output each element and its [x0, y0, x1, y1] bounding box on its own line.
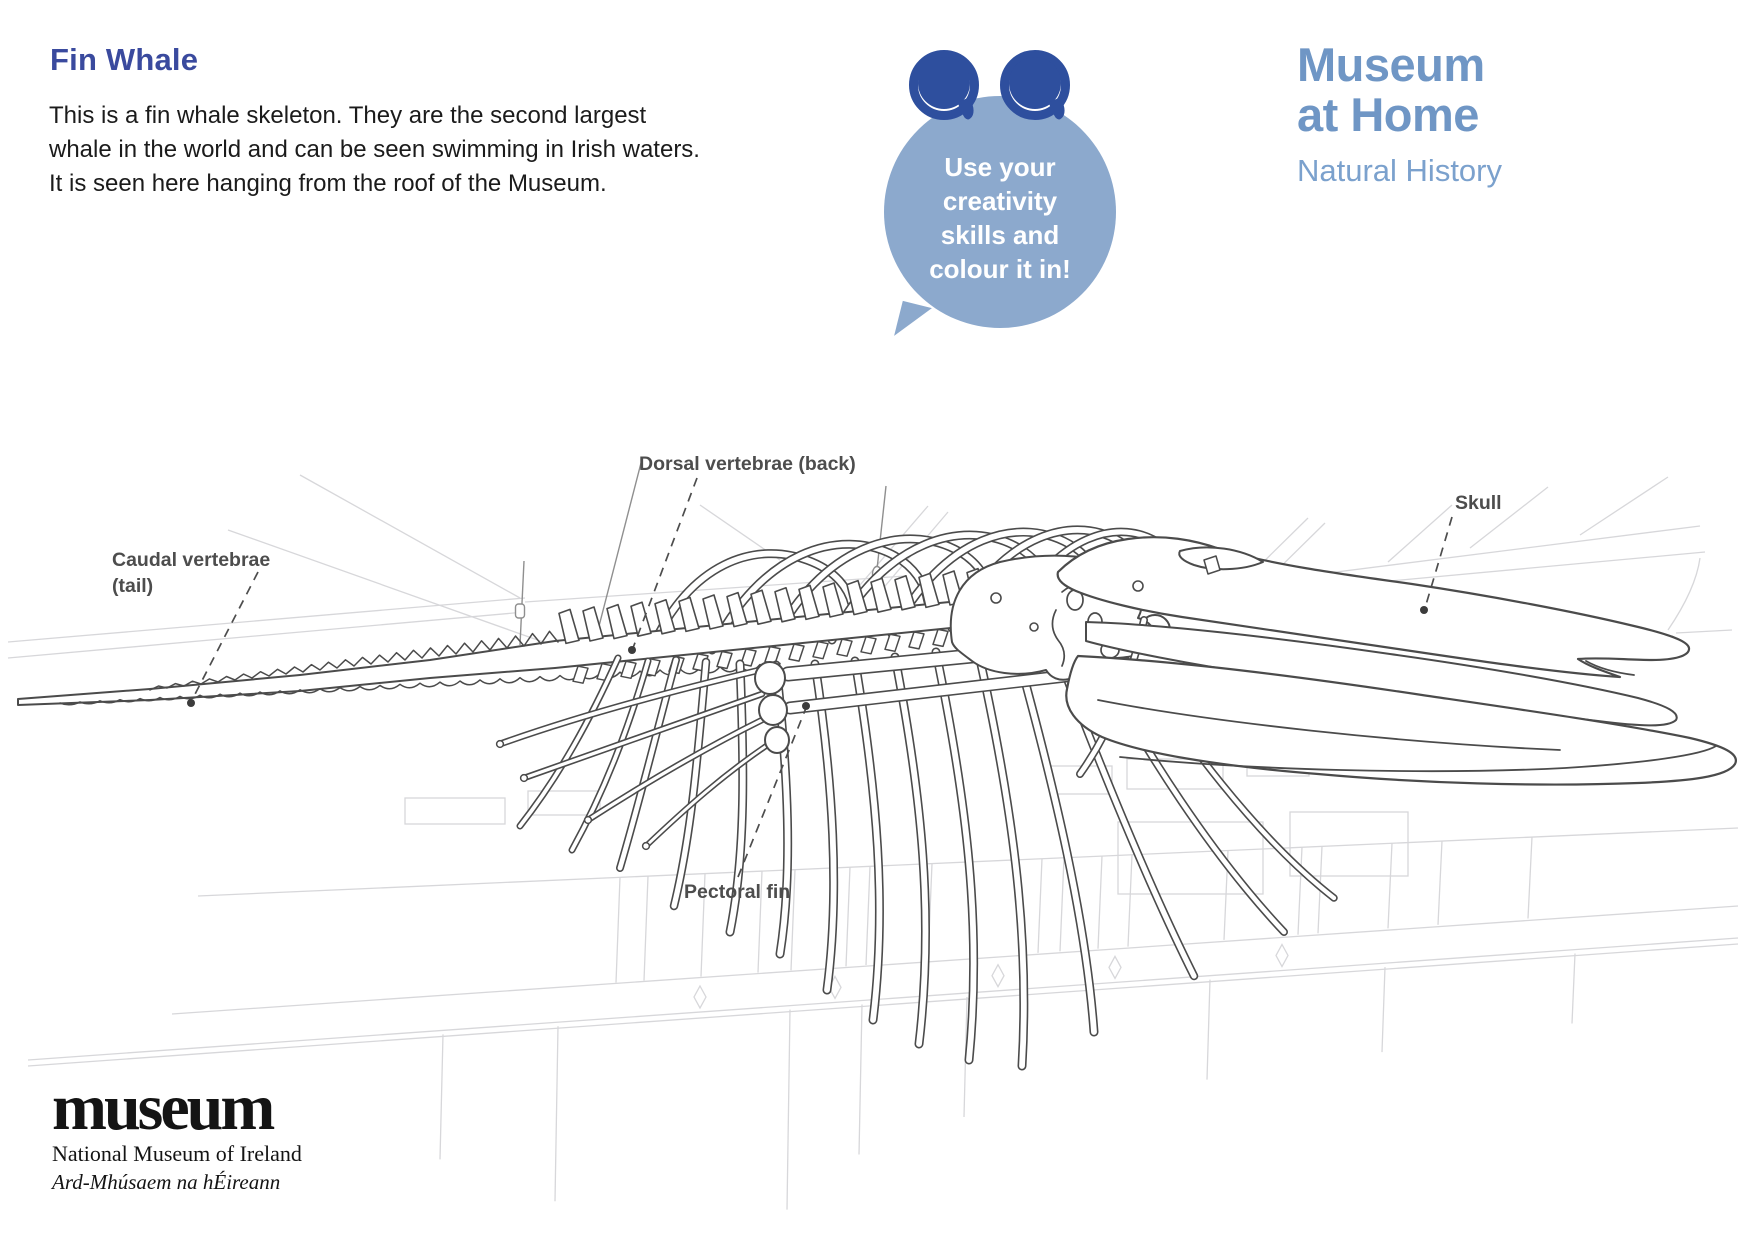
label-pectoral-fin: Pectoral fin [684, 881, 791, 903]
label-caudal-vertebrae: Caudal vertebrae (tail) [112, 549, 271, 597]
googly-eye-right-icon [1000, 50, 1070, 120]
page-title: Fin Whale [50, 42, 199, 77]
national-museum-logo: museum National Museum of Ireland Ard-Mh… [52, 1071, 302, 1195]
eye-pupil [918, 57, 970, 109]
museum-at-home-logo: Museum at Home Natural History [1297, 40, 1502, 189]
brand-title-line2: at Home [1297, 88, 1479, 141]
intro-text: This is a fin whale skeleton. They are t… [49, 102, 700, 197]
speech-bubble-text: Use your creativity skills and colour it… [929, 152, 1071, 284]
brand-subtitle: Natural History [1297, 153, 1502, 188]
label-dorsal-vertebrae: Dorsal vertebrae (back) [639, 453, 856, 475]
speech-bubble: Use your creativity skills and colour it… [884, 96, 1116, 328]
museum-org-name: National Museum of Ireland [52, 1141, 302, 1166]
museum-org-name-irish: Ard-Mhúsaem na hÉireann [52, 1170, 281, 1194]
brand-title-line1: Museum [1297, 38, 1485, 91]
googly-eye-left-icon [909, 50, 979, 120]
eye-pupil [1009, 57, 1061, 109]
label-skull: Skull [1455, 492, 1502, 514]
museum-wordmark: museum [52, 1071, 275, 1144]
